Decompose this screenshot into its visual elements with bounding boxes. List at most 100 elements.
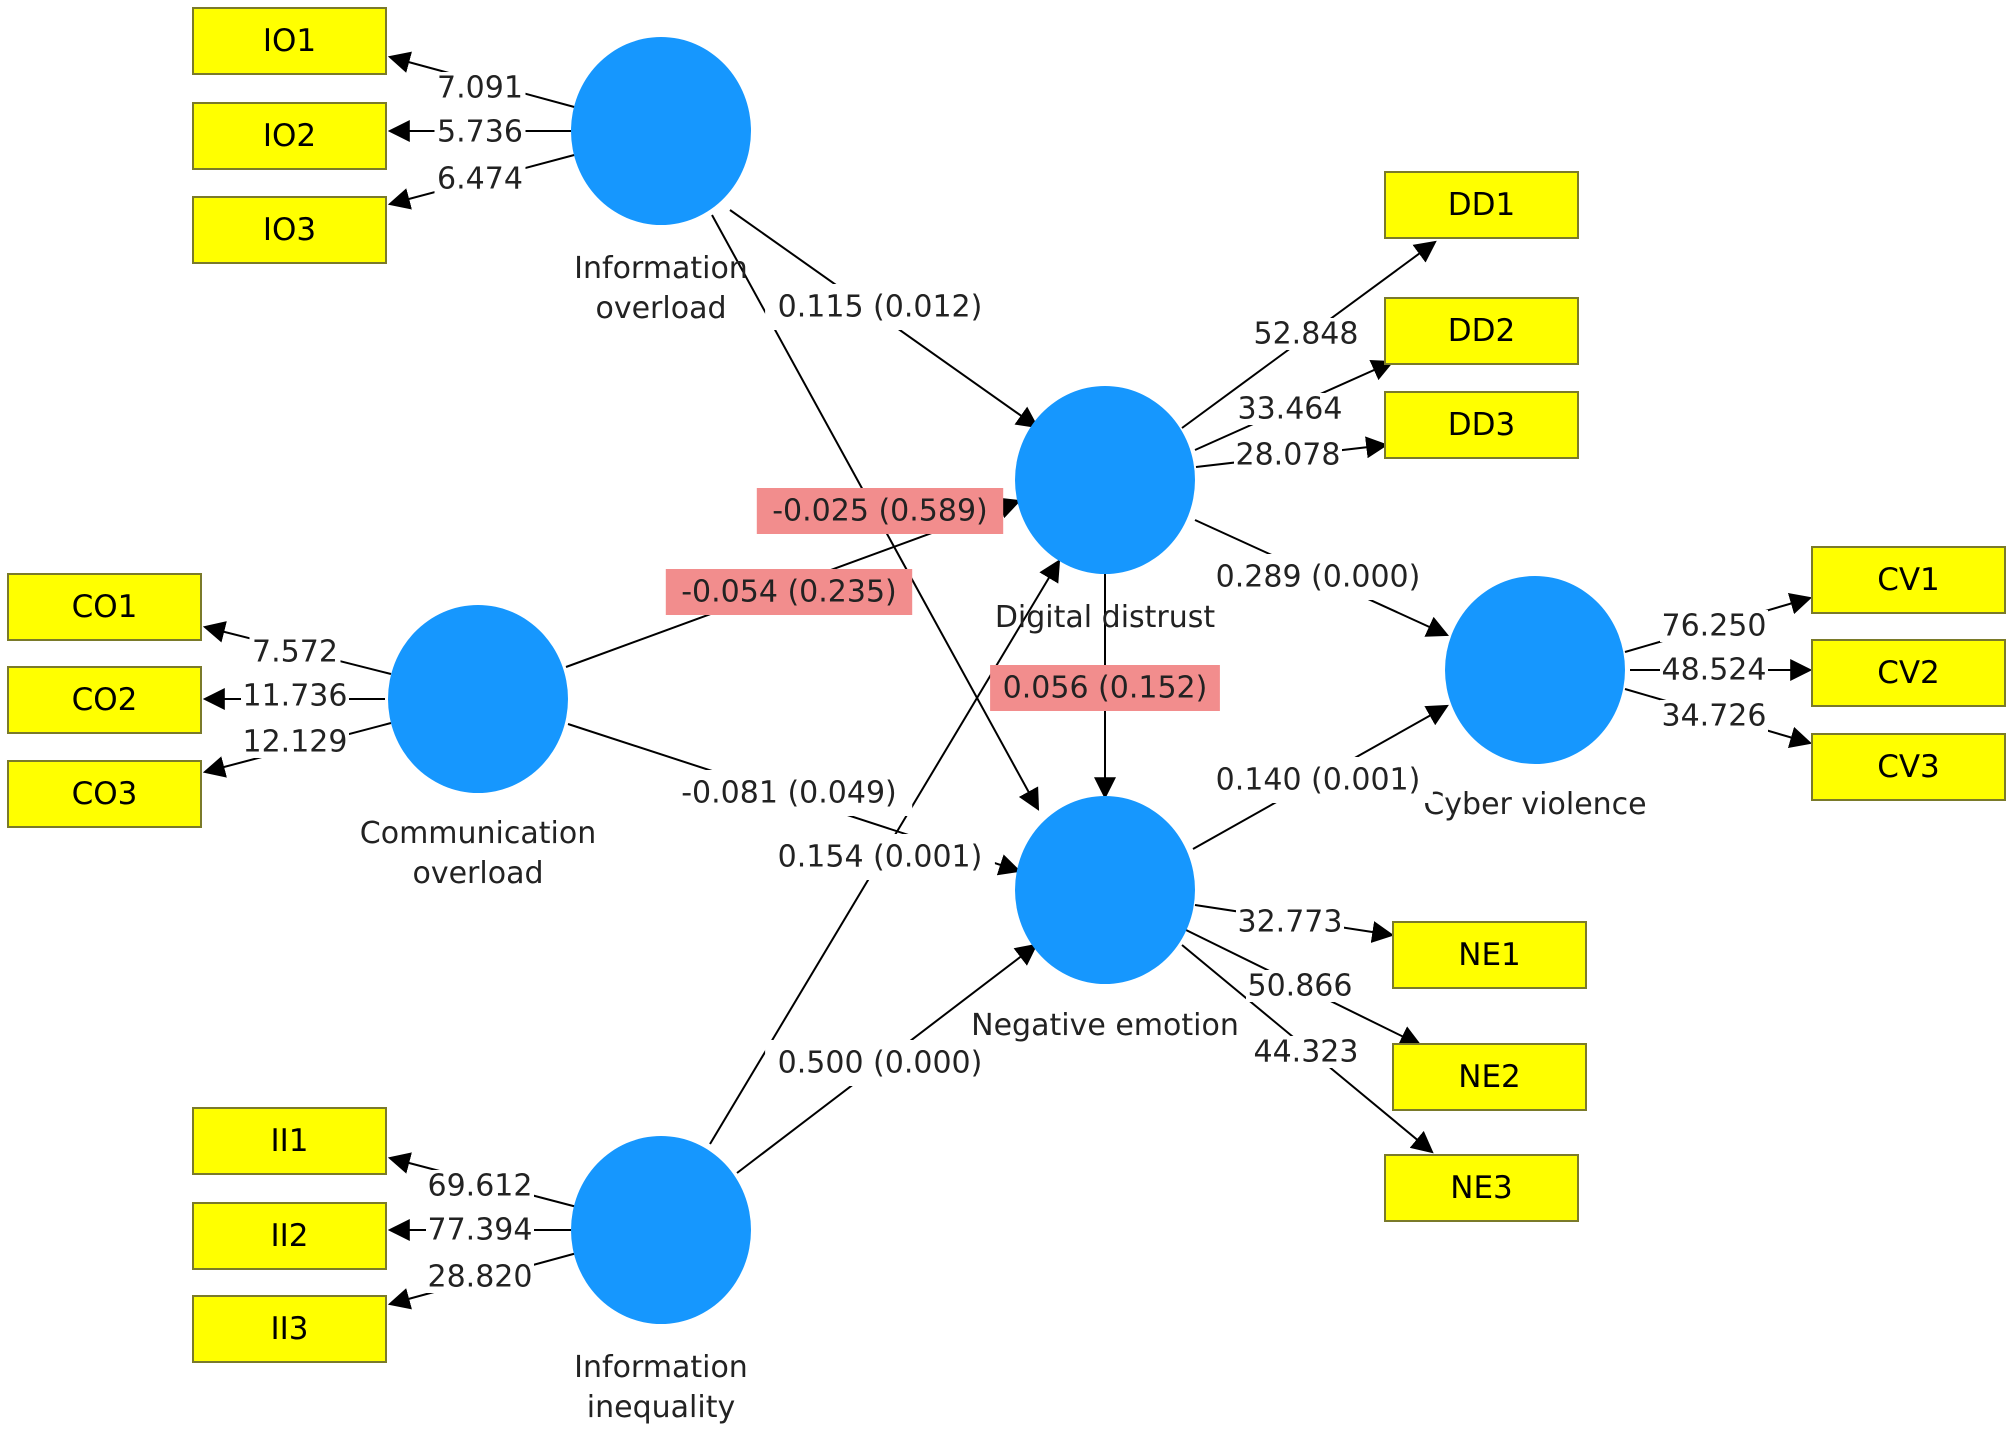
indicator-box-co1[interactable]: CO1 bbox=[7, 573, 202, 641]
loading-value-bg bbox=[241, 680, 349, 712]
indicator-label: DD1 bbox=[1448, 187, 1515, 223]
construct-node-ii[interactable] bbox=[571, 1136, 751, 1324]
loading-value-bg bbox=[1660, 610, 1768, 642]
labels-layer: InformationoverloadCommunicationoverload… bbox=[241, 71, 1768, 1425]
indicator-box-io3[interactable]: IO3 bbox=[192, 196, 387, 264]
loading-value-dd2: 33.464 bbox=[1238, 392, 1343, 427]
loading-value-bg bbox=[249, 636, 341, 668]
indicator-label: CO3 bbox=[72, 776, 138, 812]
path-coefficient-ne-cv: 0.140 (0.001) bbox=[1216, 763, 1421, 798]
path-coefficient-co-dd: -0.054 (0.235) bbox=[681, 575, 897, 610]
loading-value-bg bbox=[434, 163, 526, 195]
highlight-background bbox=[990, 665, 1220, 711]
indicator-label: DD3 bbox=[1448, 407, 1515, 443]
loading-value-bg bbox=[434, 72, 526, 104]
indicator-box-cv2[interactable]: CV2 bbox=[1811, 639, 2006, 707]
loading-value-bg bbox=[434, 116, 526, 148]
loading-value-bg bbox=[1660, 700, 1768, 732]
indicator-label: IO1 bbox=[263, 23, 316, 59]
indicator-label: NE2 bbox=[1458, 1059, 1521, 1095]
loading-value-dd3: 28.078 bbox=[1236, 438, 1341, 473]
indicator-label: NE1 bbox=[1458, 937, 1521, 973]
loading-value-bg bbox=[1252, 318, 1360, 350]
label-background bbox=[765, 834, 995, 880]
path-coefficient-io-ne: -0.025 (0.589) bbox=[772, 494, 988, 529]
path-coefficient-ii-ne: 0.500 (0.000) bbox=[778, 1046, 983, 1081]
loading-value-ne3: 44.323 bbox=[1254, 1035, 1359, 1070]
loading-value-ii1: 69.612 bbox=[428, 1169, 533, 1204]
indicator-box-ii1[interactable]: II1 bbox=[192, 1107, 387, 1175]
loading-value-co2: 11.736 bbox=[243, 679, 348, 714]
loading-value-ii2: 77.394 bbox=[428, 1213, 533, 1248]
loading-value-bg bbox=[1234, 439, 1342, 471]
indicator-label: CV2 bbox=[1877, 655, 1940, 691]
indicator-label: CO2 bbox=[72, 682, 138, 718]
construct-label-dd: Digital distrust bbox=[995, 600, 1216, 635]
indicator-box-ne1[interactable]: NE1 bbox=[1392, 921, 1587, 989]
indicator-box-dd2[interactable]: DD2 bbox=[1384, 297, 1579, 365]
construct-label-cv: Cyber violence bbox=[1423, 787, 1646, 822]
loading-value-io2: 5.736 bbox=[437, 115, 523, 150]
indicator-box-ne2[interactable]: NE2 bbox=[1392, 1043, 1587, 1111]
indicator-box-ne3[interactable]: NE3 bbox=[1384, 1154, 1579, 1222]
indicator-box-dd3[interactable]: DD3 bbox=[1384, 391, 1579, 459]
loading-value-ne2: 50.866 bbox=[1248, 969, 1353, 1004]
loading-value-ne1: 32.773 bbox=[1238, 905, 1343, 940]
loading-value-cv2: 48.524 bbox=[1662, 653, 1767, 688]
construct-label-ii: inequality bbox=[587, 1390, 735, 1425]
loading-value-bg bbox=[426, 1214, 534, 1246]
construct-node-ne[interactable] bbox=[1015, 796, 1195, 984]
indicator-box-cv3[interactable]: CV3 bbox=[1811, 733, 2006, 801]
indicator-label: II3 bbox=[270, 1311, 308, 1347]
indicator-label: IO3 bbox=[263, 212, 316, 248]
construct-node-io[interactable] bbox=[571, 37, 751, 225]
loading-value-cv3: 34.726 bbox=[1662, 699, 1767, 734]
loading-value-io1: 7.091 bbox=[437, 71, 523, 106]
loading-value-co1: 7.572 bbox=[252, 635, 338, 670]
highlight-background bbox=[756, 488, 1004, 534]
construct-label-co: Communication bbox=[360, 816, 596, 851]
indicator-label: IO2 bbox=[263, 118, 316, 154]
label-background bbox=[1203, 554, 1433, 600]
construct-label-ii: Information bbox=[574, 1350, 748, 1385]
loading-value-io3: 6.474 bbox=[437, 162, 523, 197]
indicator-box-ii3[interactable]: II3 bbox=[192, 1295, 387, 1363]
label-background bbox=[1203, 757, 1433, 803]
construct-node-co[interactable] bbox=[388, 605, 568, 793]
construct-label-io: overload bbox=[595, 291, 726, 326]
label-background bbox=[765, 1040, 995, 1086]
indicator-box-co3[interactable]: CO3 bbox=[7, 760, 202, 828]
indicator-box-ii2[interactable]: II2 bbox=[192, 1202, 387, 1270]
path-coefficient-ii-dd: 0.154 (0.001) bbox=[778, 840, 983, 875]
construct-label-io: Information bbox=[574, 251, 748, 286]
loading-value-bg bbox=[1236, 906, 1344, 938]
path-coefficient-dd-ne: 0.056 (0.152) bbox=[1003, 671, 1208, 706]
indicator-box-dd1[interactable]: DD1 bbox=[1384, 171, 1579, 239]
path-coefficient-io-dd: 0.115 (0.012) bbox=[778, 290, 983, 325]
indicator-label: II1 bbox=[270, 1123, 308, 1159]
indicator-box-io1[interactable]: IO1 bbox=[192, 7, 387, 75]
indicator-box-cv1[interactable]: CV1 bbox=[1811, 546, 2006, 614]
path-coefficient-dd-cv: 0.289 (0.000) bbox=[1216, 560, 1421, 595]
path-coefficient-co-ne: -0.081 (0.049) bbox=[681, 776, 897, 811]
loading-value-bg bbox=[426, 1261, 534, 1293]
construct-label-ne: Negative emotion bbox=[971, 1008, 1239, 1043]
loading-value-cv1: 76.250 bbox=[1662, 609, 1767, 644]
highlight-background bbox=[665, 569, 913, 615]
indicator-label: CV1 bbox=[1877, 562, 1940, 598]
label-background bbox=[665, 770, 913, 816]
loading-value-bg bbox=[241, 726, 349, 758]
loading-value-co3: 12.129 bbox=[243, 725, 348, 760]
construct-label-co: overload bbox=[412, 856, 543, 891]
construct-node-dd[interactable] bbox=[1015, 386, 1195, 574]
indicator-label: CV3 bbox=[1877, 749, 1940, 785]
loading-value-bg bbox=[426, 1170, 534, 1202]
loading-value-bg bbox=[1252, 1036, 1360, 1068]
indicator-box-co2[interactable]: CO2 bbox=[7, 666, 202, 734]
construct-node-cv[interactable] bbox=[1445, 576, 1625, 764]
indicator-label: II2 bbox=[270, 1218, 308, 1254]
loading-value-bg bbox=[1246, 970, 1354, 1002]
indicator-box-io2[interactable]: IO2 bbox=[192, 102, 387, 170]
